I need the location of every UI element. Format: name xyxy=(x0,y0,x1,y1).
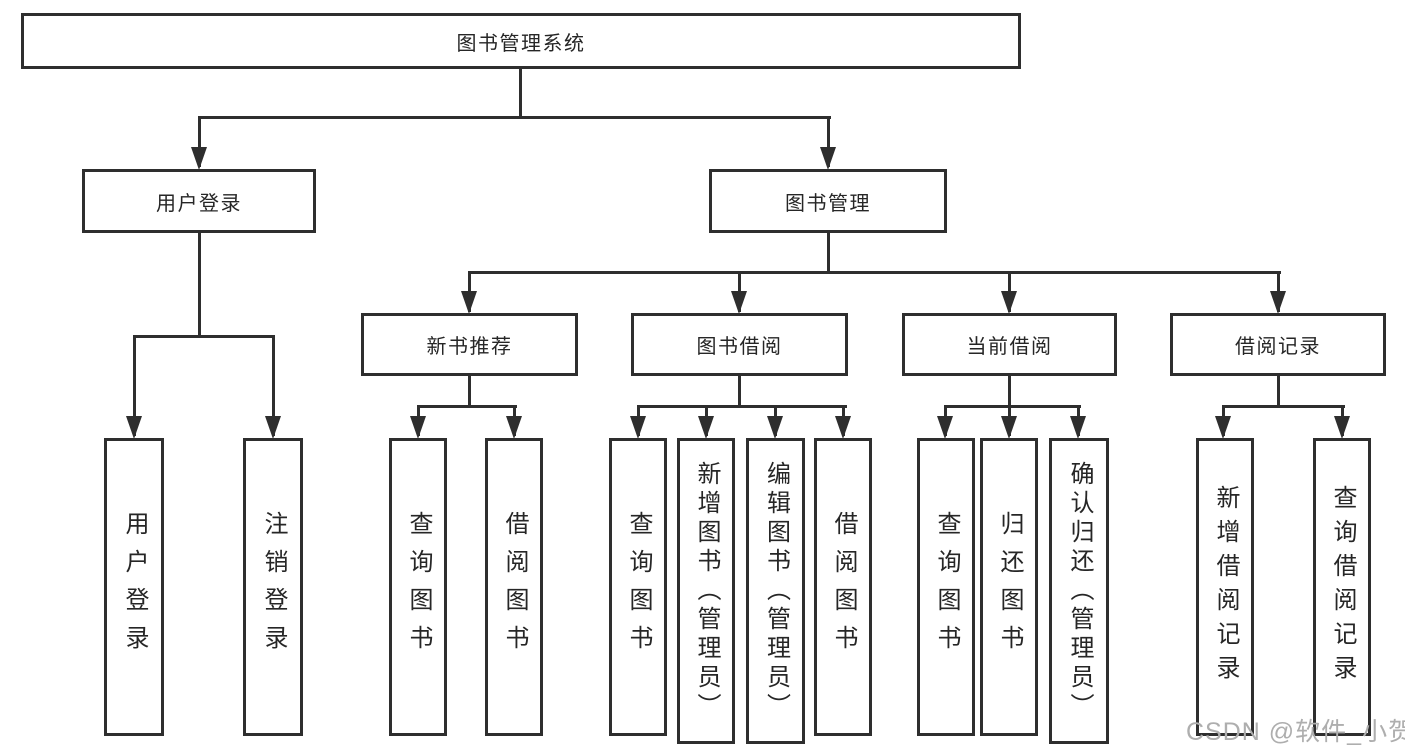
connector-line xyxy=(738,376,741,408)
connector-line xyxy=(827,233,830,274)
node-label: 查询图书 xyxy=(933,511,960,663)
leaf-add-borrow-record: 新增借阅记录 xyxy=(1196,438,1254,736)
arrow-head-icon xyxy=(410,416,426,439)
connector-line xyxy=(637,405,847,408)
arrow-head-icon xyxy=(698,416,714,439)
connector-line xyxy=(1008,376,1011,408)
arrow-head-icon xyxy=(937,416,953,439)
leaf-edit-books-admin: 编辑图书（管理员） xyxy=(746,438,805,744)
node-label: 借阅图书 xyxy=(830,511,857,663)
leaf-query-borrow-record: 查询借阅记录 xyxy=(1313,438,1371,736)
node-label: 查询图书 xyxy=(405,511,432,663)
node-label: 图书管理 xyxy=(785,192,871,215)
connector-line xyxy=(133,335,275,338)
node-label: 借阅图书 xyxy=(501,511,528,663)
csdn-watermark: CSDN @软件_小贺同学 xyxy=(1186,718,1405,746)
arrow-head-icon xyxy=(191,147,207,170)
leaf-add-books-admin: 新增图书（管理员） xyxy=(677,438,735,744)
connector-line xyxy=(417,405,517,408)
node-label: 新增借阅记录 xyxy=(1212,485,1239,689)
leaf-return-books: 归还图书 xyxy=(980,438,1038,736)
node-book-management: 图书管理 xyxy=(709,169,947,233)
node-label: 新增图书（管理员） xyxy=(693,460,720,722)
connector-line xyxy=(1277,376,1280,408)
connector-line xyxy=(198,116,831,119)
arrow-head-icon xyxy=(461,291,477,314)
node-label: 注销登录 xyxy=(260,511,287,663)
connector-line xyxy=(944,405,1081,408)
connector-line xyxy=(827,117,830,167)
node-user-login: 用户登录 xyxy=(82,169,316,233)
node-label: 查询图书 xyxy=(625,511,652,663)
leaf-query-books-recommend: 查询图书 xyxy=(389,438,447,736)
arrow-head-icon xyxy=(1001,291,1017,314)
node-label: 借阅记录 xyxy=(1235,336,1321,358)
connector-line xyxy=(198,233,201,338)
node-borrowing-records: 借阅记录 xyxy=(1170,313,1386,376)
arrow-head-icon xyxy=(1334,416,1350,439)
arrow-head-icon xyxy=(1001,416,1017,439)
node-label: 当前借阅 xyxy=(966,336,1053,358)
node-label: 图书借阅 xyxy=(696,336,783,358)
node-label: 查询借阅记录 xyxy=(1329,485,1356,689)
connector-line xyxy=(272,336,275,436)
node-label: 编辑图书（管理员） xyxy=(762,460,790,722)
arrow-head-icon xyxy=(265,416,281,439)
arrow-head-icon xyxy=(820,147,836,170)
node-label: 用户登录 xyxy=(121,511,148,663)
leaf-borrow-books: 借阅图书 xyxy=(814,438,872,736)
arrow-head-icon xyxy=(506,416,522,439)
node-label: 用户登录 xyxy=(156,192,242,215)
connector-line xyxy=(468,271,1281,274)
connector-line xyxy=(468,376,471,408)
arrow-head-icon xyxy=(731,291,747,314)
arrow-head-icon xyxy=(1070,416,1086,439)
node-current-borrowing: 当前借阅 xyxy=(902,313,1117,376)
connector-line xyxy=(1222,405,1345,408)
node-label: 新书推荐 xyxy=(426,336,513,358)
arrow-head-icon xyxy=(835,416,851,439)
leaf-confirm-return-admin: 确认归还（管理员） xyxy=(1049,438,1109,744)
arrow-head-icon xyxy=(1215,416,1231,439)
node-label: 确认归还（管理员） xyxy=(1066,460,1093,722)
connector-line xyxy=(198,117,201,167)
connector-line xyxy=(133,336,136,436)
node-label: 图书管理系统 xyxy=(456,32,586,55)
node-library-management-system: 图书管理系统 xyxy=(21,13,1021,69)
node-label: 归还图书 xyxy=(996,511,1023,663)
arrow-head-icon xyxy=(1270,291,1286,314)
leaf-query-books-borrowing: 查询图书 xyxy=(609,438,667,736)
node-new-book-recommend: 新书推荐 xyxy=(361,313,578,376)
leaf-borrow-books-recommend: 借阅图书 xyxy=(485,438,543,736)
connector-line xyxy=(519,69,522,118)
arrow-head-icon xyxy=(630,416,646,439)
arrow-head-icon xyxy=(126,416,142,439)
leaf-query-books-current: 查询图书 xyxy=(917,438,975,736)
leaf-user-login: 用户登录 xyxy=(104,438,164,736)
node-book-borrowing: 图书借阅 xyxy=(631,313,848,376)
arrow-head-icon xyxy=(767,416,783,439)
leaf-logout: 注销登录 xyxy=(243,438,303,736)
